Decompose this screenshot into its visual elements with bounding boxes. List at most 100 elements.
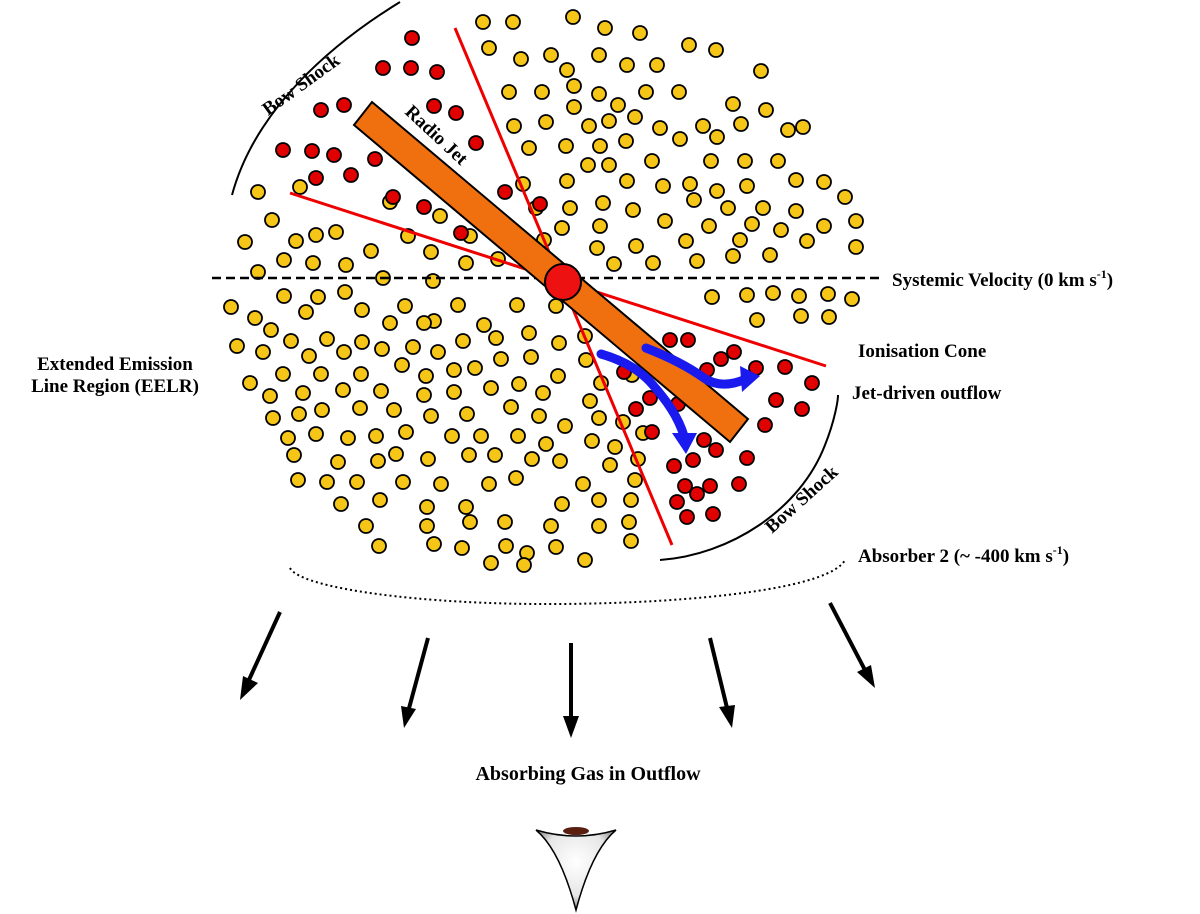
eelr-cloud	[644, 153, 660, 169]
outflow-arrowhead-2	[672, 433, 697, 454]
shocked-cloud	[429, 64, 445, 80]
eelr-cloud	[458, 499, 474, 515]
eelr-cloud	[290, 472, 306, 488]
shocked-cloud	[777, 359, 793, 375]
eelr-cloud	[511, 376, 527, 392]
eelr-cloud	[446, 362, 462, 378]
eelr-cloud	[758, 102, 774, 118]
eelr-cloud	[333, 496, 349, 512]
eelr-cloud	[488, 330, 504, 346]
shocked-cloud	[689, 486, 705, 502]
eelr-cloud	[704, 289, 720, 305]
eelr-cloud	[335, 382, 351, 398]
eelr-cloud	[419, 499, 435, 515]
shocked-cloud	[726, 344, 742, 360]
shocked-cloud	[532, 196, 548, 212]
eelr-cloud	[725, 248, 741, 264]
eelr-cloud	[816, 174, 832, 190]
eelr-cloud	[534, 84, 550, 100]
eelr-cloud	[543, 518, 559, 534]
shocked-cloud	[669, 494, 685, 510]
eelr-cloud	[432, 208, 448, 224]
eelr-cloud	[720, 200, 736, 216]
eelr-cloud	[405, 339, 421, 355]
eelr-cloud	[591, 47, 607, 63]
eelr-cloud	[627, 109, 643, 125]
eelr-cloud	[821, 309, 837, 325]
eelr-label-line1: Extended Emission	[37, 354, 193, 375]
ionisation-cone-label: Ionisation Cone	[858, 341, 986, 362]
eelr-cloud	[591, 492, 607, 508]
eelr-cloud	[780, 122, 796, 138]
eelr-cloud	[657, 213, 673, 229]
shocked-cloud	[468, 135, 484, 151]
eelr-cloud	[592, 218, 608, 234]
shocked-cloud	[677, 478, 693, 494]
eelr-cloud	[550, 368, 566, 384]
eelr-cloud	[510, 428, 526, 444]
eelr-cloud	[446, 384, 462, 400]
eelr-cloud	[398, 424, 414, 440]
eelr-cloud	[844, 291, 860, 307]
eelr-cloud	[461, 447, 477, 463]
eelr-cloud	[703, 153, 719, 169]
outflow-arrow-2	[596, 349, 689, 441]
eelr-cloud	[591, 518, 607, 534]
bow-shock-top-arc	[231, 1, 401, 196]
eelr-cloud	[354, 334, 370, 350]
eelr-cloud	[242, 375, 258, 391]
eelr-cloud	[562, 200, 578, 216]
eelr-cloud	[773, 222, 789, 238]
eelr-cloud	[506, 118, 522, 134]
eelr-cloud	[795, 119, 811, 135]
eelr-cloud	[523, 349, 539, 365]
eelr-cloud	[483, 555, 499, 571]
eelr-cloud	[336, 344, 352, 360]
eelr-cloud	[709, 183, 725, 199]
eelr-cloud	[591, 86, 607, 102]
eelr-cloud	[328, 224, 344, 240]
eelr-cloud	[395, 474, 411, 490]
eelr-cloud	[286, 447, 302, 463]
shocked-cloud	[275, 142, 291, 158]
down-arrow-5-head	[857, 665, 875, 688]
eelr-cloud	[255, 344, 271, 360]
shocked-cloud	[662, 332, 678, 348]
eelr-cloud	[708, 42, 724, 58]
eelr-cloud	[374, 341, 390, 357]
eelr-cloud	[373, 383, 389, 399]
bow-shock-bottom-arc	[659, 394, 839, 561]
eelr-cloud	[619, 57, 635, 73]
eelr-cloud	[276, 252, 292, 268]
eelr-cloud	[308, 426, 324, 442]
eelr-cloud	[280, 430, 296, 446]
eelr-cloud	[337, 284, 353, 300]
absorbing-gas-label: Absorbing Gas in Outflow	[475, 763, 701, 785]
eelr-cloud	[314, 402, 330, 418]
absorber-2-arc	[289, 559, 846, 606]
eelr-cloud	[592, 138, 608, 154]
eelr-cloud	[645, 255, 661, 271]
shocked-cloud	[628, 401, 644, 417]
eelr-cloud	[671, 84, 687, 100]
eelr-cloud	[462, 514, 478, 530]
eelr-cloud	[481, 40, 497, 56]
down-arrow-2	[406, 637, 430, 713]
eelr-cloud	[601, 113, 617, 129]
shocked-cloud	[644, 424, 660, 440]
eelr-cloud	[689, 253, 705, 269]
eelr-cloud	[577, 552, 593, 568]
eelr-cloud	[291, 406, 307, 422]
eelr-cloud	[655, 178, 671, 194]
eelr-cloud	[454, 540, 470, 556]
eelr-cloud	[276, 288, 292, 304]
eelr-cloud	[444, 428, 460, 444]
eelr-cloud	[524, 451, 540, 467]
eelr-cloud	[301, 348, 317, 364]
eelr-cloud	[607, 439, 623, 455]
outflow-arrows	[596, 343, 751, 441]
eelr-cloud	[559, 173, 575, 189]
eelr-cloud	[386, 402, 402, 418]
eelr-cloud	[475, 14, 491, 30]
eelr-cloud	[516, 557, 532, 573]
